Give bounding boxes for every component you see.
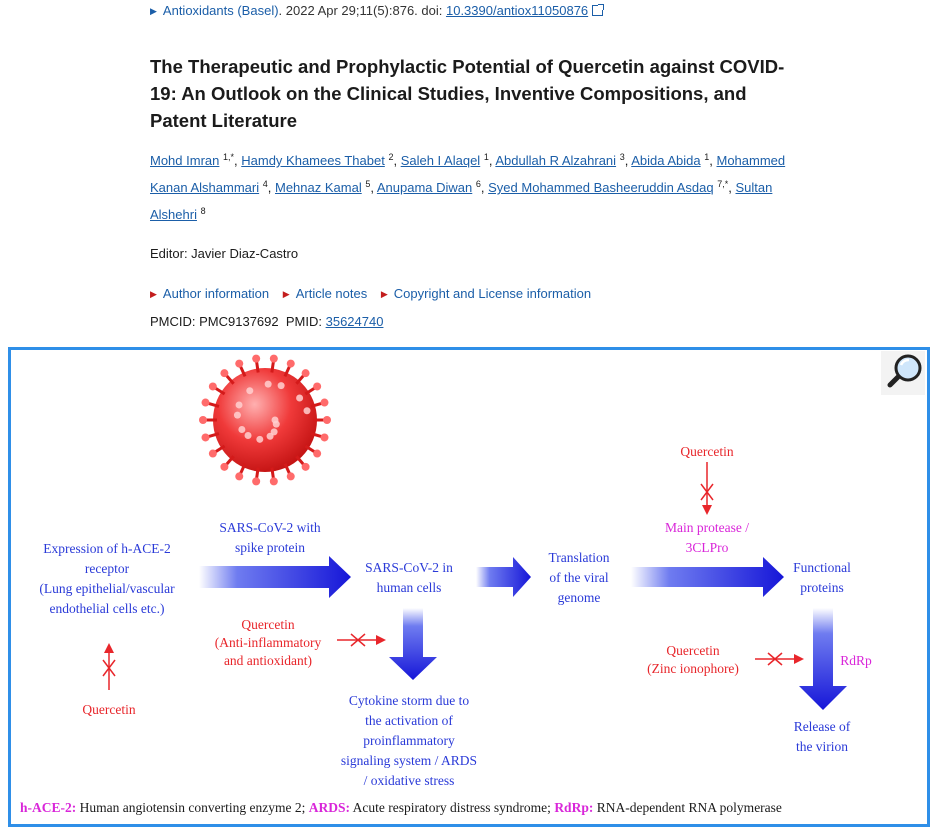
- author-link[interactable]: Abdullah R Alzahrani: [495, 153, 617, 168]
- quercetin-label: Quercetin: [680, 444, 733, 459]
- author-link[interactable]: Mohammed Kanan Alshammari: [150, 153, 786, 195]
- author-link[interactable]: Hamdy Khamees Thabet: [241, 153, 385, 168]
- arrow-translation-to-proteins: [631, 557, 784, 597]
- arrow-cells-to-translation: [476, 557, 531, 597]
- article-ids: PMCID: PMC9137692 PMID: 35624740: [150, 314, 383, 329]
- author-affiliation[interactable]: 8: [200, 206, 206, 216]
- info-links: ▶ Author information ▶ Article notes ▶ Copy…: [150, 286, 601, 301]
- arrow-proteins-to-release: [799, 608, 847, 710]
- author-link[interactable]: Sultan Alshehri: [150, 180, 773, 222]
- functional-proteins-label: Functional: [793, 560, 851, 575]
- inhibition-arrow-zinc: [755, 652, 804, 666]
- author-affiliation[interactable]: 3: [619, 152, 625, 162]
- author-link[interactable]: Mehnaz Kamal: [275, 180, 362, 195]
- author-link[interactable]: Anupama Diwan: [376, 180, 473, 195]
- author-affiliation[interactable]: 5: [365, 179, 371, 189]
- quercetin-anti-label: and antioxidant): [224, 653, 312, 668]
- author-information-link[interactable]: Author information: [162, 286, 270, 301]
- expand-triangle-icon[interactable]: ▶: [150, 289, 157, 299]
- author-affiliation[interactable]: 6: [475, 179, 481, 189]
- figure-legend: h-ACE-2: Human angiotensin converting en…: [20, 800, 782, 815]
- citation-details: . 2022 Apr 29;11(5):876. doi:: [278, 3, 446, 18]
- quercetin-anti-label: (Anti-inflammatory: [215, 635, 322, 650]
- sars-spike-label: spike protein: [235, 540, 305, 555]
- copyright-license-link[interactable]: Copyright and License information: [393, 286, 592, 301]
- pmid-link[interactable]: 35624740: [325, 314, 384, 329]
- quercetin-label: Quercetin: [666, 643, 719, 658]
- expression-label: (Lung epithelial/vascular: [39, 581, 175, 596]
- sars-cells-label: human cells: [377, 580, 442, 595]
- author-affiliation[interactable]: 7,*: [717, 179, 729, 189]
- author-affiliation[interactable]: 4: [262, 179, 268, 189]
- article-title: The Therapeutic and Prophylactic Potenti…: [150, 56, 785, 131]
- coronavirus-icon: [199, 354, 331, 486]
- main-protease-label: Main protease /: [665, 520, 749, 535]
- magnify-button[interactable]: [881, 351, 925, 395]
- cytokine-label: the activation of: [365, 713, 453, 728]
- legend-abbr: RdRp:: [554, 800, 593, 815]
- quercetin-zinc-label: (Zinc ionophore): [647, 661, 739, 676]
- article-notes-link[interactable]: Article notes: [295, 286, 368, 301]
- expand-triangle-icon[interactable]: ▶: [150, 6, 157, 16]
- figure-diagram: Expression of h-ACE-2 receptor (Lung epi…: [20, 354, 872, 815]
- author-list: Mohd Imran 1,*, Hamdy Khamees Thabet 2, …: [150, 152, 786, 223]
- magnifier-icon: [887, 354, 922, 388]
- functional-proteins-label: proteins: [800, 580, 844, 595]
- legend-abbr: ARDS:: [309, 800, 350, 815]
- inhibition-arrow-up: [102, 643, 116, 690]
- expression-label: endothelial cells etc.): [49, 601, 164, 616]
- author-affiliation[interactable]: 1,*: [223, 152, 235, 162]
- expression-label: receptor: [85, 561, 130, 576]
- inhibition-arrow-anti-inflammatory: [337, 633, 386, 647]
- pmcid-label: PMCID:: [150, 314, 196, 329]
- legend-abbr: h-ACE-2:: [20, 800, 76, 815]
- release-label: Release of: [794, 719, 851, 734]
- quercetin-label: Quercetin: [82, 702, 135, 717]
- author-link[interactable]: Abida Abida: [631, 153, 701, 168]
- arrow-cells-to-cytokine: [389, 608, 437, 680]
- translation-label: Translation: [548, 550, 609, 565]
- journal-link[interactable]: Antioxidants (Basel): [162, 3, 279, 18]
- author-affiliation[interactable]: 1: [483, 152, 489, 162]
- author-link[interactable]: Mohd Imran: [150, 153, 220, 168]
- arrow-expression-to-cells: [199, 556, 351, 598]
- expression-label: Expression of h-ACE-2: [43, 541, 170, 556]
- pmid-label: PMID:: [285, 314, 322, 329]
- external-link-icon: [592, 4, 605, 16]
- citation-line: ▶ Antioxidants (Basel). 2022 Apr 29;11(5)…: [150, 3, 605, 18]
- rdrp-label: RdRp: [840, 653, 872, 668]
- legend-text: Human angiotensin converting enzyme 2;: [76, 800, 308, 815]
- inhibition-arrow-protease: [700, 462, 714, 515]
- pmcid-value: PMC9137692: [199, 314, 279, 329]
- graphical-abstract-figure[interactable]: Expression of h-ACE-2 receptor (Lung epi…: [8, 347, 930, 827]
- translation-label: genome: [558, 590, 601, 605]
- legend-text: Acute respiratory distress syndrome;: [350, 800, 554, 815]
- author-affiliation[interactable]: 1: [704, 152, 710, 162]
- translation-label: of the viral: [549, 570, 608, 585]
- author-link[interactable]: Syed Mohammed Basheeruddin Asdaq: [488, 180, 714, 195]
- sars-cells-label: SARS-CoV-2 in: [365, 560, 453, 575]
- editor-line: Editor: Javier Diaz-Castro: [150, 246, 299, 261]
- release-label: the virion: [796, 739, 848, 754]
- expand-triangle-icon[interactable]: ▶: [282, 289, 290, 299]
- cytokine-label: signaling system / ARDS: [341, 753, 477, 768]
- cytokine-label: Cytokine storm due to: [349, 693, 470, 708]
- author-link[interactable]: Saleh I Alaqel: [400, 153, 481, 168]
- legend-text: RNA-dependent RNA polymerase: [593, 800, 782, 815]
- cytokine-label: / oxidative stress: [364, 773, 455, 788]
- author-affiliation[interactable]: 2: [388, 152, 394, 162]
- doi-link[interactable]: 10.3390/antiox11050876: [445, 3, 589, 18]
- cytokine-label: proinflammatory: [363, 733, 455, 748]
- sars-spike-label: SARS-CoV-2 with: [219, 520, 320, 535]
- expand-triangle-icon[interactable]: ▶: [380, 289, 388, 299]
- main-protease-label: 3CLPro: [686, 540, 729, 555]
- quercetin-label: Quercetin: [241, 617, 294, 632]
